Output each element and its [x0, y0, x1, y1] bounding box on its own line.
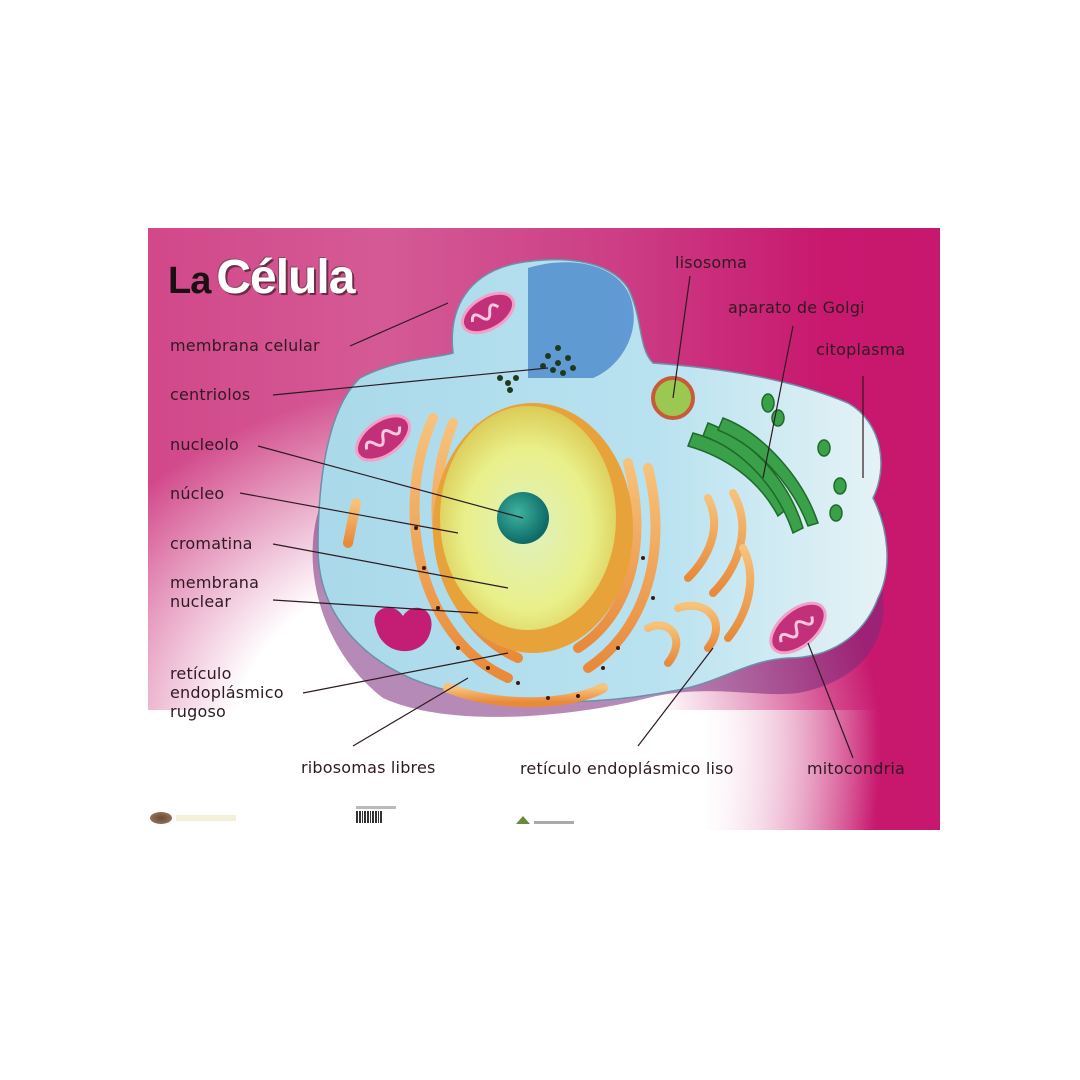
distributor-logo [516, 816, 574, 824]
centrioles [497, 345, 576, 393]
vacuole [374, 607, 432, 652]
publisher-text [176, 815, 236, 821]
barcode-icon [356, 811, 396, 823]
label-membrana-celular: membrana celular [170, 336, 320, 355]
publisher-logo [150, 812, 236, 824]
label-nucleolo: nucleolo [170, 435, 239, 454]
publisher-logo-icon [150, 812, 172, 824]
label-membrana-nuclear: membrana nuclear [170, 573, 260, 611]
label-aparato-golgi: aparato de Golgi [728, 298, 865, 317]
mitochondrion-left [355, 414, 411, 462]
bottom-fade [148, 710, 940, 830]
label-cromatina: cromatina [170, 534, 253, 553]
barcode-caption [356, 806, 396, 809]
title-prefix: La [168, 260, 211, 302]
label-lisosoma: lisosoma [675, 253, 748, 272]
distributor-logo-icon [516, 816, 530, 824]
golgi-apparatus [687, 393, 847, 535]
title-main: Célula [216, 251, 355, 304]
smooth-er [644, 489, 755, 667]
mitochondrion-top [460, 291, 516, 335]
cytoplasm-lobe [528, 262, 634, 378]
label-nucleo: núcleo [170, 484, 225, 503]
cell-diagram [239, 258, 888, 759]
distributor-text [534, 821, 574, 824]
label-reticulo-rugoso: retículo endoplásmico rugoso [170, 664, 284, 721]
label-citoplasma: citoplasma [816, 340, 906, 359]
leader-lines [239, 275, 864, 759]
label-ribosomas-libres: ribosomas libres [301, 758, 436, 777]
mitochondrion-right [769, 601, 827, 655]
label-centriolos: centriolos [170, 385, 251, 404]
barcode [356, 806, 396, 823]
label-reticulo-liso: retículo endoplásmico liso [520, 759, 734, 778]
label-mitocondria: mitocondria [807, 759, 906, 778]
